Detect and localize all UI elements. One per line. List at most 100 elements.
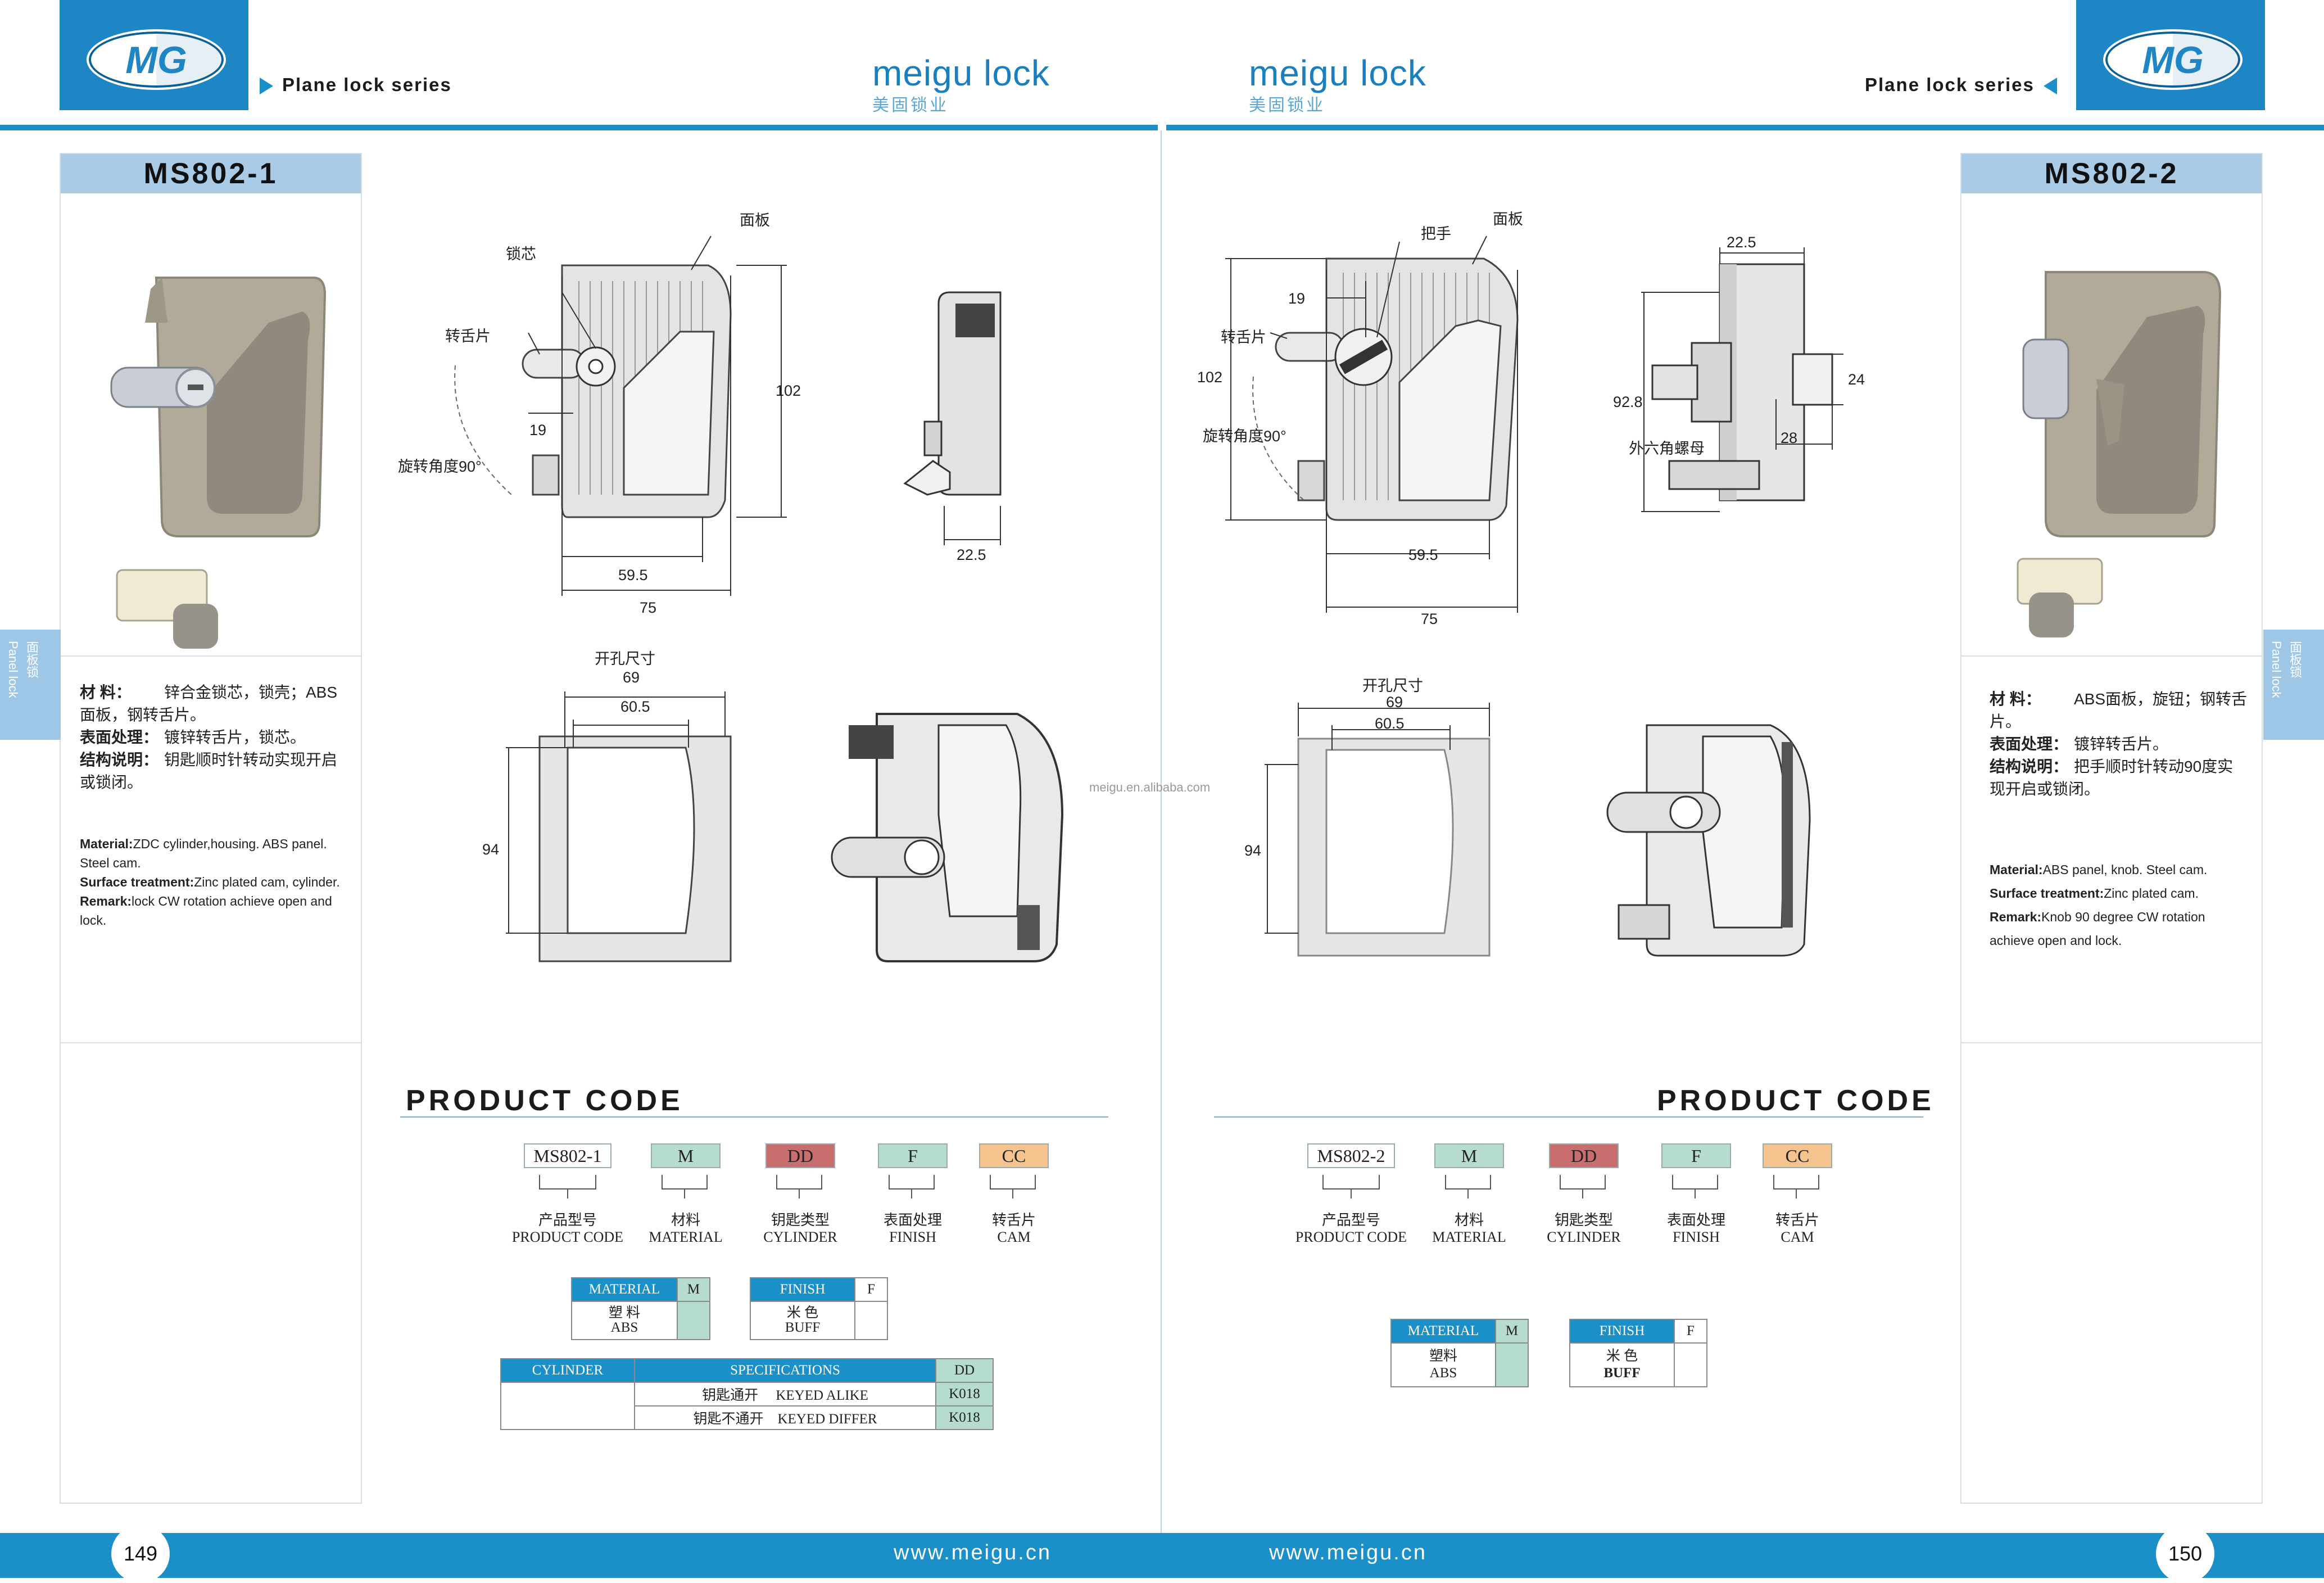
dim-102: 102 (776, 382, 801, 399)
dim-94: 94 (482, 841, 500, 858)
label-panel: 面板 (740, 212, 770, 229)
footer-url-right[interactable]: www.meigu.cn (1269, 1541, 1427, 1564)
divider (1961, 1042, 2262, 1043)
spec-en-left: Material:ZDC cylinder,housing. ABS panel… (80, 836, 340, 928)
product-panel-left: MS802-1 材 料：锌合金锁芯，锁壳；ABS 面板，钢转舌片。 表面处理：镀… (60, 153, 362, 1504)
mg-logo-right: MG (2076, 0, 2265, 110)
dim-75: 75 (640, 599, 657, 616)
product-panel-right: MS802-2 材 料：ABS面板，旋钮；钢转舌片。 表面处理：镀锌转舌片。 结… (1960, 153, 2263, 1504)
spec-cn-left: 材 料：锌合金锁芯，锁壳；ABS 面板，钢转舌片。 表面处理：镀锌转舌片，锁芯。… (80, 684, 338, 791)
code-box-cylinder-left: DD (765, 1143, 835, 1168)
dim-102: 102 (1197, 369, 1223, 386)
code-box-material-left: M (651, 1143, 721, 1168)
label-handle: 把手 (1421, 225, 1451, 242)
product-code-rule-right (1214, 1116, 1923, 1118)
label-rotation: 旋转角度90° (1203, 428, 1286, 445)
model-title-right: MS802-2 (1961, 154, 2262, 193)
cutout-drawing-left (506, 691, 732, 962)
code-box-cam-right: CC (1763, 1143, 1832, 1168)
triangle-left-icon (2043, 78, 2057, 95)
side-view-drawing-right (1641, 247, 1843, 512)
dim-24: 24 (1848, 371, 1865, 388)
code-box-cylinder-right: DD (1549, 1143, 1619, 1168)
product-code-title-left: PRODUCT CODE (406, 1084, 683, 1117)
mg-logo-left: MG (60, 0, 248, 110)
dim-69: 69 (623, 669, 640, 686)
spec-cn-right: 材 料：ABS面板，旋钮；钢转舌片。 表面处理：镀锌转舌片。 结构说明：把手顺时… (1990, 690, 2248, 798)
code-box-product-left: MS802-1 (524, 1143, 611, 1168)
divider (1961, 655, 2262, 657)
code-box-material-right: M (1434, 1143, 1504, 1168)
label-cylinder: 锁芯 (506, 246, 536, 263)
label-cam: 转舌片 (1221, 329, 1266, 346)
cylinder-table-left: CYLINDER SPECIFICATIONS DD 钥匙通开 KEYED AL… (500, 1358, 994, 1430)
front-view-drawing-left (454, 236, 787, 596)
dim-75: 75 (1421, 610, 1438, 627)
dim-92-8: 92.8 (1613, 394, 1643, 410)
footer-bar: www.meigu.cn www.meigu.cn (0, 1533, 2324, 1578)
brand-logo-left: meigu lock 美固锁业 (872, 53, 1050, 115)
code-brackets-left (539, 1175, 1036, 1198)
page-divider (1161, 130, 1162, 1533)
divider (61, 1042, 361, 1043)
model-title-left: MS802-1 (61, 154, 361, 193)
product-photo-left (110, 277, 327, 649)
spec-en-right: Material:ABS panel, knob. Steel cam. Sur… (1990, 862, 2208, 948)
label-panel: 面板 (1493, 211, 1523, 228)
triangle-right-icon (260, 78, 273, 95)
watermark: meigu.en.alibaba.com (1089, 780, 1211, 794)
page-number-left: 149 (111, 1525, 170, 1583)
page-number-right: 150 (2156, 1525, 2214, 1583)
dim-59-5: 59.5 (1408, 546, 1438, 563)
front-view-drawing-right (1225, 236, 1519, 613)
dim-22-5: 22.5 (1727, 234, 1756, 251)
dim-19: 19 (1288, 290, 1306, 307)
dim-69: 69 (1386, 694, 1403, 711)
header-rule-left (0, 125, 1158, 130)
dim-60-5: 60.5 (620, 698, 650, 715)
code-box-finish-right: F (1661, 1143, 1731, 1168)
code-box-product-right: MS802-2 (1307, 1143, 1395, 1168)
label-hex-nut: 外六角螺母 (1629, 440, 1705, 457)
footer-url-left[interactable]: www.meigu.cn (894, 1541, 1052, 1564)
back-view-drawing-left (831, 713, 1064, 962)
dim-60-5: 60.5 (1375, 715, 1405, 732)
product-code-title-right: PRODUCT CODE (1657, 1084, 1935, 1117)
brand-logo-right: meigu lock 美固锁业 (1249, 53, 1426, 115)
label-cam: 转舌片 (445, 328, 491, 345)
dim-19: 19 (529, 422, 547, 438)
back-view-drawing-right (1606, 724, 1811, 957)
side-tab-right: 面板锁 Panel lock (2263, 630, 2324, 740)
divider (61, 655, 361, 657)
label-rotation: 旋转角度90° (398, 458, 482, 475)
code-brackets-right (1322, 1175, 1819, 1198)
label-cutout: 开孔尺寸 (595, 650, 655, 667)
label-cutout: 开孔尺寸 (1362, 677, 1423, 694)
dim-28: 28 (1781, 429, 1798, 446)
dim-94: 94 (1244, 842, 1262, 859)
dim-59-5: 59.5 (618, 567, 648, 584)
code-box-finish-left: F (878, 1143, 948, 1168)
code-box-cam-left: CC (979, 1143, 1049, 1168)
side-tab-left: 面板锁 Panel lock (0, 630, 61, 740)
side-view-drawing-left (903, 291, 1002, 545)
series-label-right: Plane lock series (1865, 74, 2057, 96)
dim-22-5: 22.5 (957, 546, 986, 563)
cutout-drawing-right (1265, 703, 1491, 957)
series-label-left: Plane lock series (260, 74, 452, 96)
product-photo-right (2017, 271, 2222, 637)
header-rule-right (1166, 125, 2324, 130)
